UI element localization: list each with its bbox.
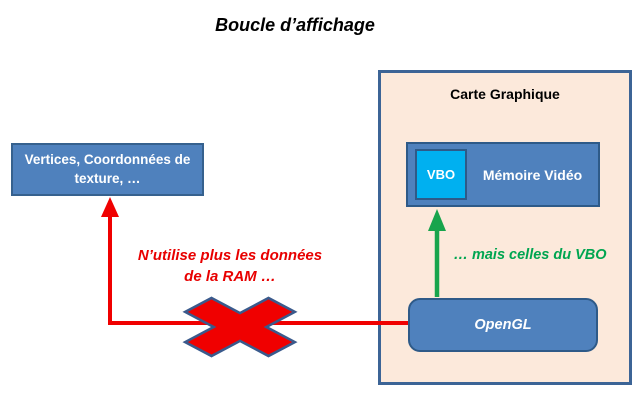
red-arrow-head xyxy=(101,197,119,217)
video-memory-box: VBO Mémoire Vidéo xyxy=(406,142,600,207)
diagram-title: Boucle d’affichage xyxy=(215,15,375,35)
red-annotation-line1: N’utilise plus les données xyxy=(137,247,323,264)
video-memory-label: Mémoire Vidéo xyxy=(482,166,583,183)
red-cross-icon xyxy=(182,296,298,358)
green-annotation: … mais celles du VBO xyxy=(453,247,607,263)
opengl-label: OpenGL xyxy=(474,317,532,333)
red-annotation-line2: de la RAM … xyxy=(184,268,276,285)
ram-data-box: Vertices, Coordonnées de texture, … xyxy=(11,143,204,196)
red-annotation: N’utilise plus les données de la RAM … xyxy=(115,245,345,287)
vbo-label: VBO xyxy=(426,167,456,182)
opengl-box: OpenGL xyxy=(408,298,598,352)
graphics-card-title: Carte Graphique xyxy=(450,86,560,102)
ram-data-box-label: Vertices, Coordonnées de texture, … xyxy=(24,151,191,186)
vbo-box: VBO xyxy=(415,149,467,200)
